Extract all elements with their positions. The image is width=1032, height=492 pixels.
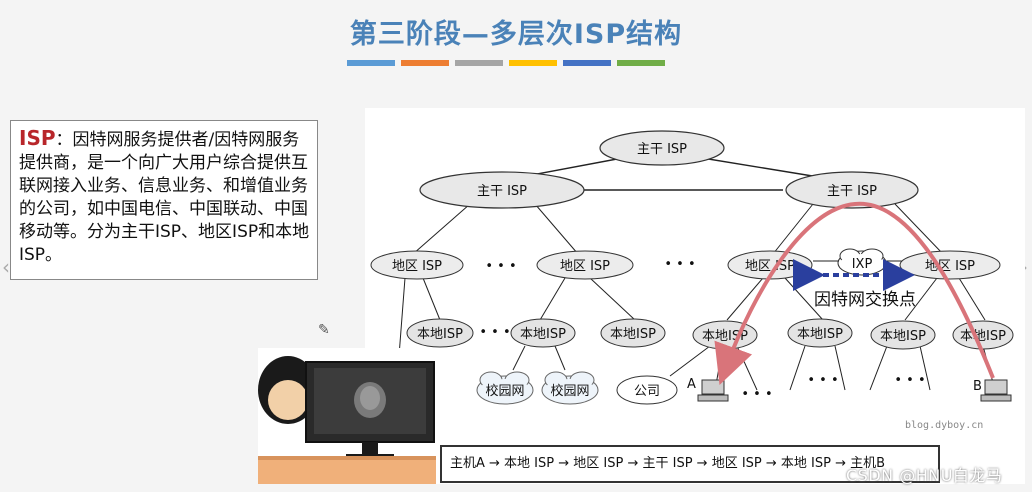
- local-label-5: 本地ISP: [797, 327, 843, 342]
- ixp-label: IXP: [852, 257, 873, 272]
- ellipsis-regional-2: • • •: [664, 257, 695, 272]
- title-color-bar: [401, 60, 449, 66]
- local-label-3: 本地ISP: [610, 327, 656, 342]
- slide-title: 第三阶段—多层次ISP结构: [349, 19, 683, 50]
- backbone-right-node: 主干 ISP: [785, 171, 919, 209]
- regional-label-4: 地区 ISP: [925, 259, 975, 274]
- regional-label-3: 地区 ISP: [745, 259, 795, 274]
- local-label-7: 本地ISP: [960, 329, 1006, 344]
- title-color-bar: [455, 60, 503, 66]
- definition-term: ISP: [19, 126, 56, 150]
- campus-label-2: 校园网: [550, 383, 589, 399]
- regional-node-4: 地区 ISP: [899, 250, 1001, 280]
- host-a-label: A: [687, 377, 696, 392]
- host-a-computer-icon: [697, 379, 729, 402]
- backbone-left-label: 主干 ISP: [477, 184, 527, 199]
- regional-label-1: 地区 ISP: [392, 259, 442, 274]
- local-label-2: 本地ISP: [520, 327, 566, 342]
- route-arrow: [714, 201, 995, 386]
- ellipsis-hosts-1: • • •: [741, 387, 772, 402]
- local-node-4: 本地ISP: [692, 320, 758, 350]
- campus-label-1: 校园网: [485, 383, 524, 399]
- local-links: [394, 277, 986, 409]
- local-label-6: 本地ISP: [880, 329, 926, 344]
- backbone-right-label: 主干 ISP: [827, 184, 877, 199]
- backbone-left-node: 主干 ISP: [419, 171, 585, 209]
- isp-diagram-svg: 主干 ISP 主干 ISP 主干 ISP 地区 ISP • • • 地区 ISP…: [370, 130, 1014, 409]
- regional-label-2: 地区 ISP: [560, 259, 610, 274]
- company-node: 公司: [616, 375, 678, 405]
- regional-node-1: 地区 ISP: [370, 250, 464, 280]
- meme-illustration: [258, 348, 436, 484]
- ellipsis-local: • • •: [479, 325, 510, 340]
- local-node-1: 本地ISP: [406, 318, 474, 348]
- route-description: 主机A → 本地 ISP → 地区 ISP → 主干 ISP → 地区 ISP …: [440, 445, 940, 483]
- title-color-bar: [347, 60, 395, 66]
- definition-text: ：因特网服务提供者/因特网服务提供商，是一个向广大用户综合提供互联网接入业务、信…: [19, 130, 310, 265]
- local-node-6: 本地ISP: [870, 320, 936, 350]
- regional-node-2: 地区 ISP: [536, 250, 634, 280]
- title-color-bar: [509, 60, 557, 66]
- campus-cloud-1: 校园网: [476, 371, 534, 405]
- pencil-icon[interactable]: ✎: [318, 322, 330, 338]
- meme-person-at-computer-icon: [258, 348, 436, 484]
- company-label: 公司: [634, 384, 660, 399]
- prev-slide-icon[interactable]: ‹: [2, 255, 10, 279]
- ixp-caption: 因特网交换点: [814, 290, 916, 310]
- ellipsis-regional-1: • • •: [485, 259, 516, 274]
- regional-node-3: 地区 ISP: [727, 250, 813, 280]
- campus-cloud-2: 校园网: [541, 371, 599, 405]
- ellipsis-hosts-2: • • •: [807, 373, 838, 388]
- regional-links: [412, 203, 944, 255]
- local-node-7: 本地ISP: [952, 320, 1014, 350]
- title-color-bar: [617, 60, 665, 66]
- local-node-3: 本地ISP: [600, 318, 666, 348]
- title-color-bar: [563, 60, 611, 66]
- local-node-2: 本地ISP: [510, 318, 576, 348]
- local-node-5: 本地ISP: [787, 318, 853, 348]
- backbone-top-label: 主干 ISP: [637, 142, 687, 157]
- host-b-computer-icon: [980, 379, 1012, 402]
- isp-hierarchy-diagram: 主干 ISP 主干 ISP 主干 ISP 地区 ISP • • • 地区 ISP…: [365, 108, 1025, 484]
- isp-definition-box: ISP：因特网服务提供者/因特网服务提供商，是一个向广大用户综合提供互联网接入业…: [10, 120, 318, 280]
- host-b-label: B: [973, 379, 982, 394]
- backbone-top-node: 主干 ISP: [599, 130, 725, 166]
- local-label-1: 本地ISP: [417, 327, 463, 342]
- csdn-watermark: CSDN @HNU白龙马: [846, 466, 1003, 485]
- ellipsis-hosts-3: • • •: [894, 373, 925, 388]
- watermark: blog.dyboy.cn: [905, 420, 984, 431]
